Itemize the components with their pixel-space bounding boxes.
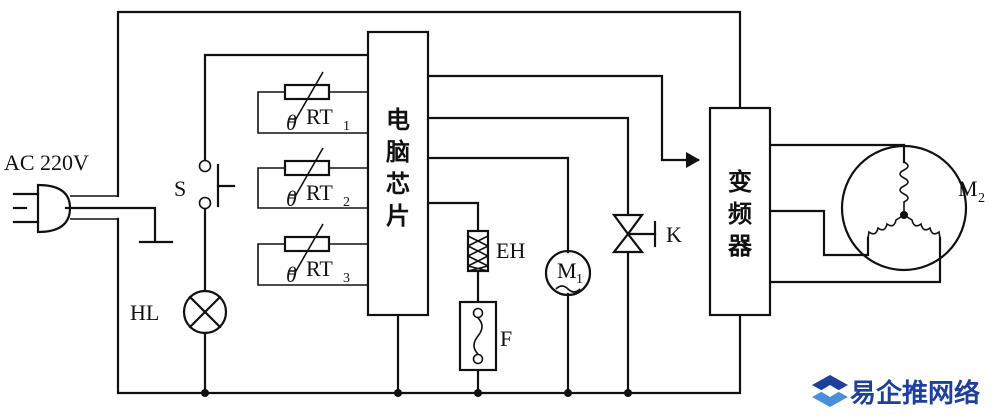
- inverter-label-2: 频: [728, 200, 752, 228]
- microchip-label-2: 脑: [385, 138, 410, 166]
- junction-dots: [201, 389, 632, 397]
- inverter-label-1: 变: [728, 168, 752, 196]
- microchip-label-1: 电: [386, 106, 410, 134]
- fuse-f-label: F: [500, 326, 512, 351]
- chip-to-valve-wire: [426, 116, 630, 217]
- inverter-block: [708, 106, 772, 317]
- motor-m2-subscript: 2: [978, 191, 985, 206]
- fuse-f-icon: [458, 300, 498, 372]
- thermistor-rt3-theta: θ: [286, 262, 297, 287]
- switch-to-chip-wire: [203, 53, 370, 162]
- thermistor-rt1-label: RT: [306, 104, 333, 129]
- lamp-hl-icon: [182, 289, 228, 335]
- thermistor-rt3-subscript: 3: [343, 271, 350, 286]
- solenoid-valve-k-icon: [611, 213, 657, 254]
- thermistor-rt2-theta: θ: [286, 186, 297, 211]
- chip-to-m1-wire: [426, 156, 570, 254]
- switch-s-icon: [198, 159, 236, 210]
- bottom-return-wire: [116, 217, 742, 395]
- microchip-label-4: 片: [386, 202, 410, 230]
- junction-dot: [394, 389, 402, 397]
- thermistor-rt1-theta: θ: [286, 110, 297, 135]
- signal-arrow-icon: [686, 152, 700, 168]
- heater-eh-icon: [466, 229, 490, 273]
- ac-plug-icon: [12, 183, 157, 242]
- motor-m2-icon: [840, 144, 968, 272]
- junction-dot: [201, 389, 209, 397]
- microchip-label-3: 芯: [386, 170, 410, 198]
- chip-to-heater-wire: [426, 201, 480, 233]
- inverter-m2-phase-a: [768, 143, 906, 164]
- chip-to-inverter-wire: [426, 74, 700, 162]
- junction-dot: [624, 389, 632, 397]
- motor-m2-label: M: [958, 176, 978, 201]
- microchip-block: [366, 30, 430, 317]
- heater-eh-label: EH: [496, 238, 525, 263]
- wiring: [116, 10, 942, 395]
- switch-s-label: S: [174, 176, 186, 201]
- junction-dot: [474, 389, 482, 397]
- motor-m1-subscript: 1: [576, 272, 583, 287]
- motor-m1-icon: [544, 249, 592, 297]
- thermistor-rt2-icon: [283, 147, 331, 196]
- watermark-logo-icon: [812, 375, 848, 407]
- thermistor-rt3-label: RT: [306, 256, 333, 281]
- top-supply-wire: [116, 10, 742, 198]
- inverter-m2-phase-c: [768, 236, 942, 284]
- inverter-label-3: 器: [727, 232, 753, 260]
- thermistor-rt2-subscript: 2: [343, 195, 350, 210]
- watermark-text: 易企推网络: [850, 378, 980, 409]
- thermistor-rt2-label: RT: [306, 180, 333, 205]
- thermistor-rt1-icon: [283, 71, 331, 120]
- junction-dot: [564, 389, 572, 397]
- lamp-hl-label: HL: [130, 300, 159, 325]
- valve-k-label: K: [666, 222, 682, 247]
- inverter-m2-phase-b: [768, 209, 870, 257]
- ac-source-label: AC 220V: [4, 150, 89, 175]
- thermistor-rt1-subscript: 1: [343, 119, 350, 134]
- motor-m1-label: M: [557, 258, 577, 283]
- thermistor-rt3-icon: [283, 223, 331, 272]
